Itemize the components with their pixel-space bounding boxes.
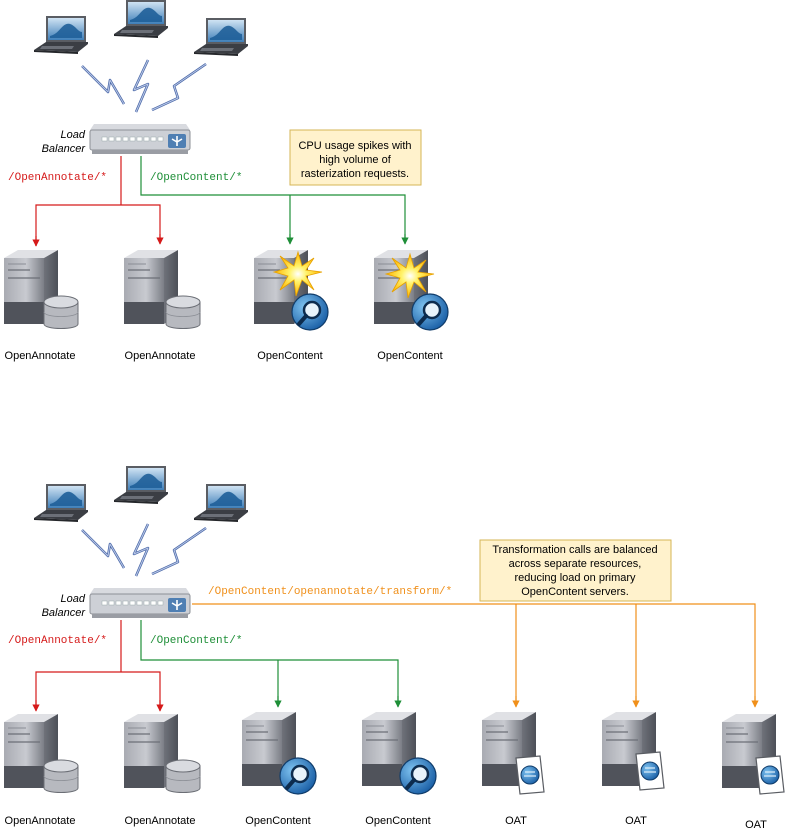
- svg-text:OpenContent: OpenContent: [257, 350, 322, 362]
- server-opencontent-1: OpenContent: [253, 249, 330, 362]
- note-cpu-spikes: CPU usage spikes with high volume of ras…: [289, 129, 422, 186]
- bottom-diagram: Load Balancer /OpenAnnotate/* /OpenConte…: [3, 466, 785, 831]
- route-content-label: /OpenContent/*: [150, 172, 242, 184]
- server-oat-2: OAT: [601, 711, 665, 827]
- database-icon: [43, 759, 79, 793]
- svg-text:OAT: OAT: [505, 815, 527, 827]
- svg-text:OpenAnnotate: OpenAnnotate: [5, 815, 76, 827]
- server-oat-3: OAT: [721, 713, 785, 831]
- server-opencontent-1: OpenContent: [241, 711, 318, 827]
- svg-text:rasterization requests.: rasterization requests.: [301, 168, 409, 180]
- svg-text:OpenAnnotate: OpenAnnotate: [125, 815, 196, 827]
- client-links: [81, 59, 207, 113]
- svg-text:OpenAnnotate: OpenAnnotate: [125, 350, 196, 362]
- client-links: [81, 523, 207, 577]
- svg-text:OpenAnnotate: OpenAnnotate: [5, 350, 76, 362]
- server-oat-1: OAT: [481, 711, 545, 827]
- laptop-icon: [34, 16, 88, 54]
- top-diagram: Load Balancer /OpenAnnotate/* /OpenConte…: [3, 0, 450, 362]
- svg-text:CPU usage spikes with: CPU usage spikes with: [298, 140, 411, 152]
- note-transformation-balanced: Transformation calls are balanced across…: [479, 539, 672, 602]
- svg-text:high volume of: high volume of: [319, 154, 391, 166]
- server-opencontent-2: OpenContent: [361, 711, 438, 827]
- svg-text:OpenContent: OpenContent: [377, 350, 442, 362]
- document-icon: [635, 751, 665, 791]
- lb-label-line2: Balancer: [42, 607, 87, 619]
- lb-label-line1: Load: [61, 129, 86, 141]
- document-icon: [755, 755, 785, 795]
- load-balancer-icon: [89, 123, 191, 155]
- server-openannotate-2: OpenAnnotate: [123, 249, 201, 362]
- laptop-icon: [114, 466, 168, 504]
- search-icon: [410, 292, 450, 332]
- svg-text:OpenContent: OpenContent: [365, 815, 430, 827]
- laptop-icon: [114, 0, 168, 38]
- route-transform-label: /OpenContent/openannotate/transform/*: [208, 586, 452, 598]
- svg-text:OAT: OAT: [625, 815, 647, 827]
- route-annotate-edge: [35, 620, 161, 710]
- route-annotate-label: /OpenAnnotate/*: [8, 172, 107, 184]
- server-opencontent-2: OpenContent: [373, 249, 450, 362]
- svg-text:reducing load on primary: reducing load on primary: [514, 572, 636, 584]
- lb-label-line2: Balancer: [42, 143, 87, 155]
- svg-text:OpenContent servers.: OpenContent servers.: [521, 586, 629, 598]
- svg-text:across separate resources,: across separate resources,: [509, 558, 642, 570]
- svg-text:Transformation calls are balan: Transformation calls are balanced: [492, 544, 657, 556]
- svg-text:OpenContent: OpenContent: [245, 815, 310, 827]
- laptop-icon: [34, 484, 88, 522]
- route-transform-edge: [192, 603, 756, 706]
- document-icon: [515, 755, 545, 795]
- route-content-label: /OpenContent/*: [150, 635, 242, 647]
- lb-label-line1: Load: [61, 593, 86, 605]
- route-annotate-label: /OpenAnnotate/*: [8, 635, 107, 647]
- database-icon: [165, 759, 201, 793]
- server-openannotate-1: OpenAnnotate: [3, 713, 79, 827]
- server-openannotate-2: OpenAnnotate: [123, 713, 201, 827]
- laptop-icon: [194, 18, 248, 56]
- svg-text:OAT: OAT: [745, 819, 767, 831]
- database-icon: [43, 295, 79, 329]
- route-annotate-edge: [35, 156, 161, 246]
- search-icon: [398, 756, 438, 796]
- server-openannotate-1: OpenAnnotate: [3, 249, 79, 362]
- laptop-icon: [194, 484, 248, 522]
- route-content-edge: [140, 620, 399, 706]
- database-icon: [165, 295, 201, 329]
- search-icon: [278, 756, 318, 796]
- search-icon: [290, 292, 330, 332]
- load-balancer-icon: [89, 587, 191, 619]
